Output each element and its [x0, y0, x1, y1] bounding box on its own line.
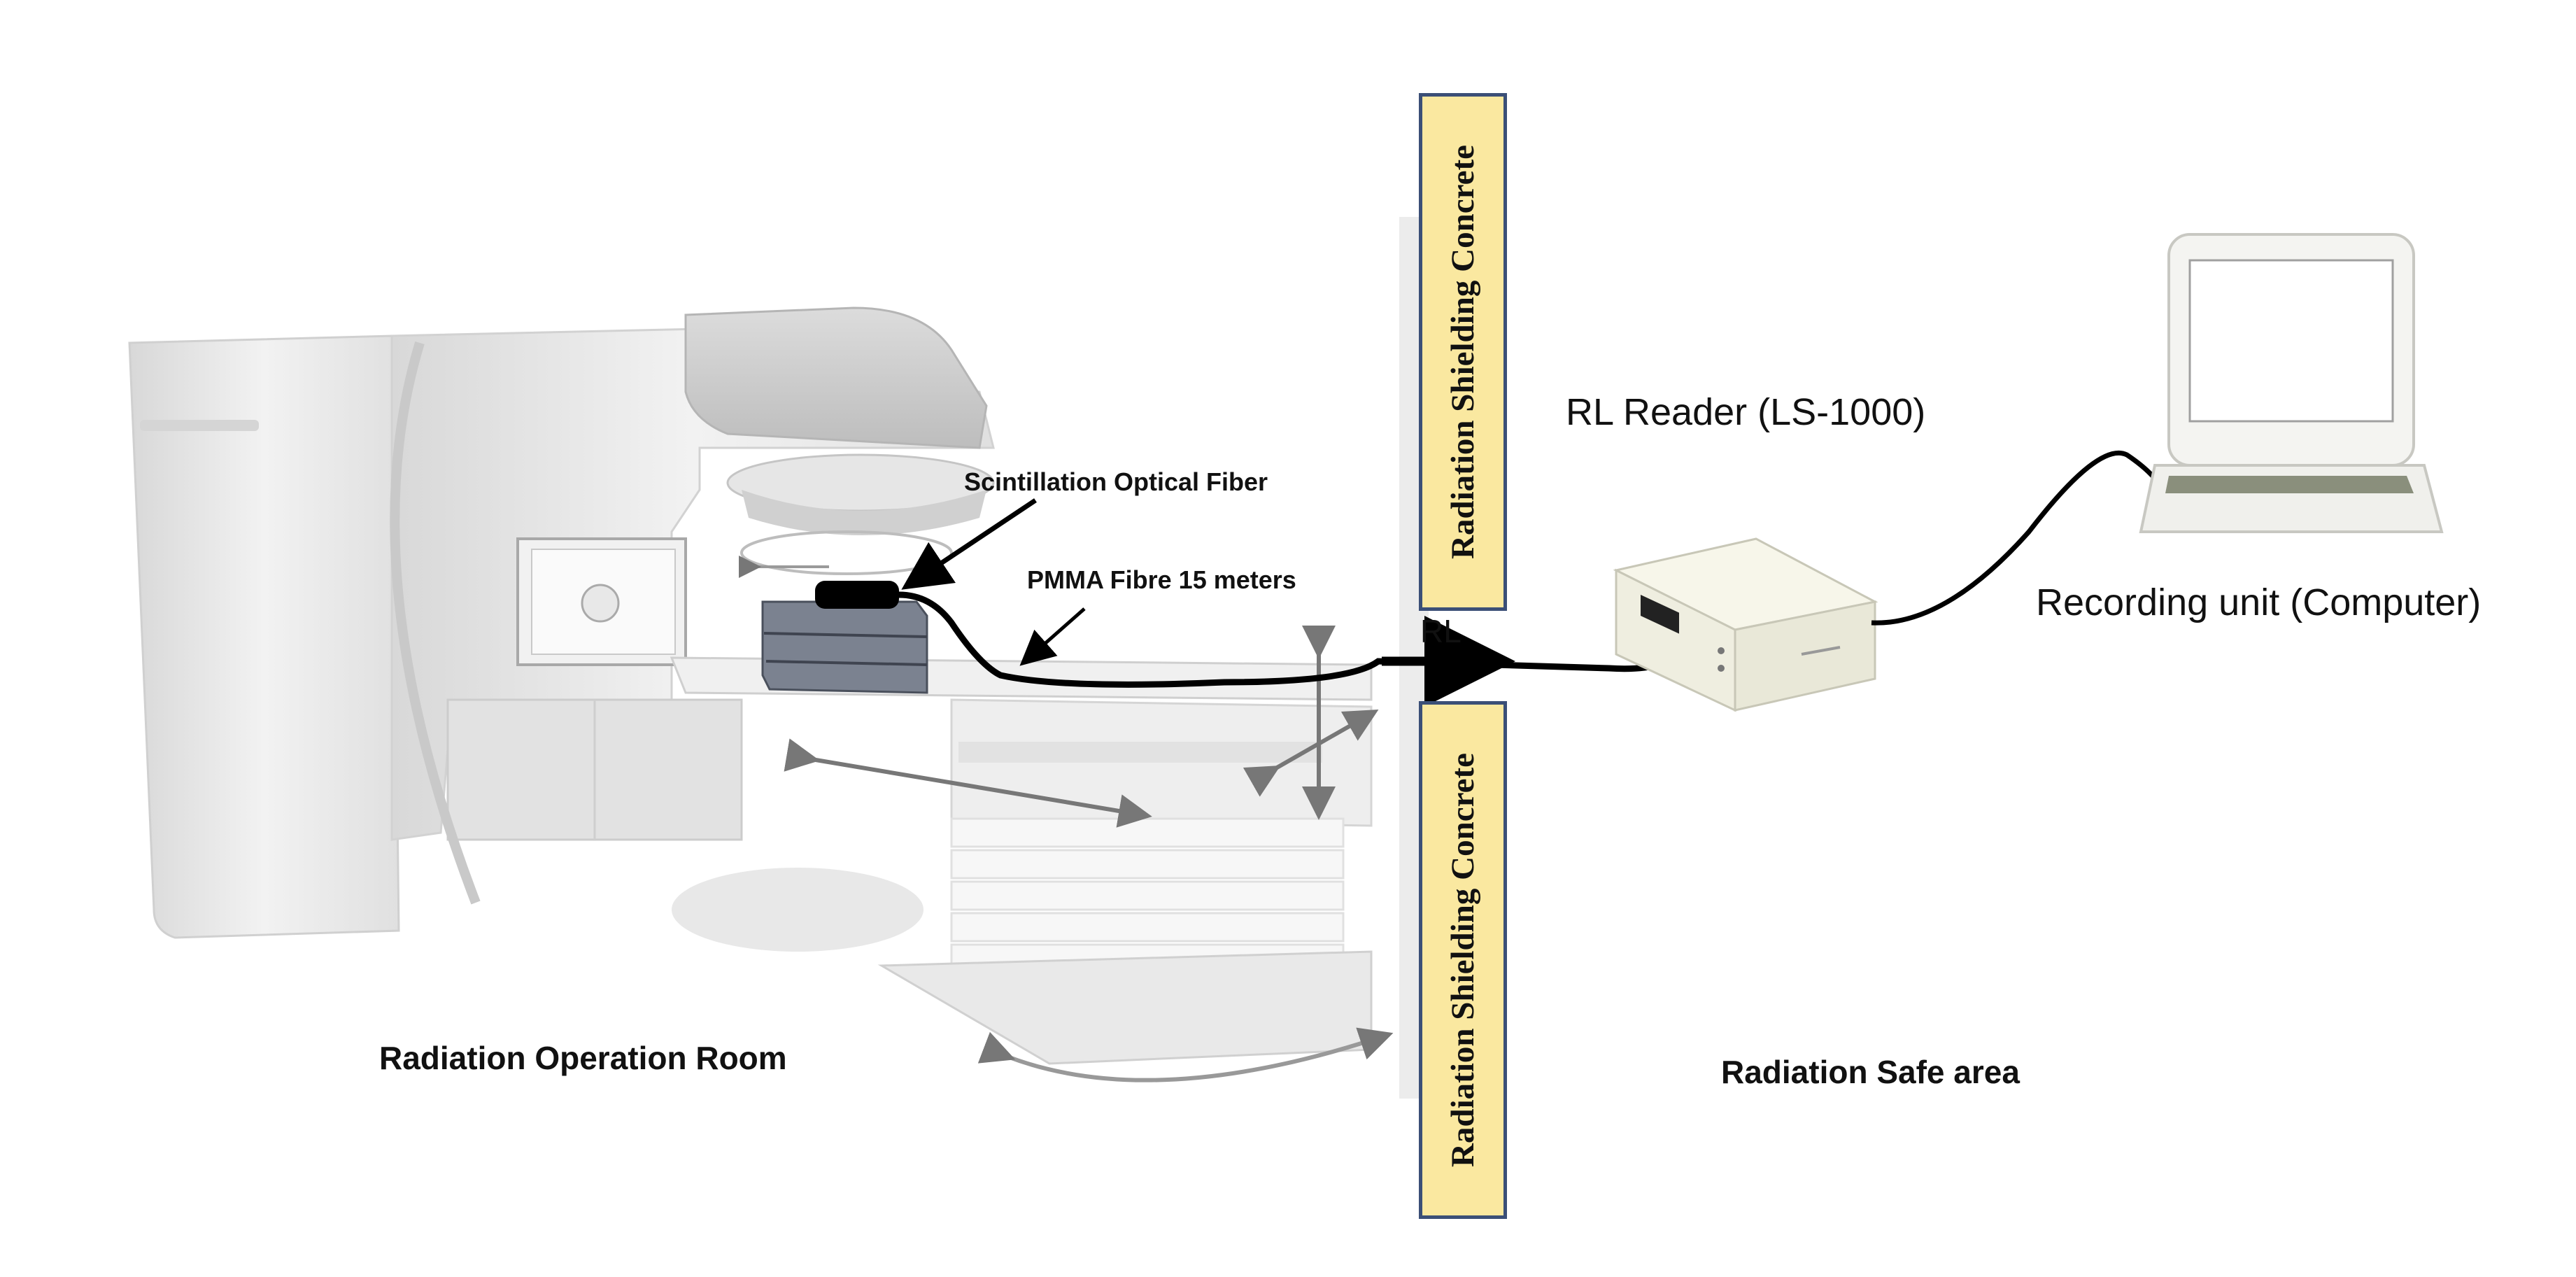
operation-room-label: Radiation Operation Room	[379, 1040, 787, 1076]
gantry-rotation-arrow	[390, 341, 481, 905]
rl-signal-label: RL	[1420, 613, 1462, 649]
couch-motion-arrows	[784, 626, 1394, 1082]
upper-wall-label: Radiation Shielding Concrete	[1419, 93, 1507, 611]
patient-couch-icon	[670, 656, 1373, 1065]
pmma-pointer-arrow	[1019, 607, 1086, 666]
computer-icon	[2139, 233, 2444, 533]
safe-area-label: Radiation Safe area	[1721, 1054, 2020, 1090]
scintillation-fiber-label: Scintillation Optical Fiber	[964, 467, 1268, 496]
linac-machine-icon	[128, 306, 995, 939]
pmma-fibre-label: PMMA Fibre 15 meters	[1027, 565, 1296, 594]
computer-monitor-icon	[2167, 233, 2415, 467]
phantom-block-icon	[761, 600, 928, 694]
rl-reader-label: RL Reader (LS-1000)	[1566, 391, 1926, 433]
computer-keyboard-icon	[2139, 464, 2444, 533]
upper-wall-text: Radiation Shielding Concrete	[1445, 145, 1481, 559]
recording-unit-label: Recording unit (Computer)	[2036, 581, 2482, 623]
scintillator-probe-icon	[815, 581, 899, 609]
lower-wall-label: Radiation Shielding Concrete	[1419, 701, 1507, 1219]
rl-reader-box-icon	[1613, 537, 1878, 712]
usb-cable	[1871, 450, 2160, 626]
scintillation-pointer-arrow	[901, 498, 1037, 590]
floor-shadow	[672, 868, 923, 952]
lower-wall-text: Radiation Shielding Concrete	[1445, 753, 1481, 1167]
